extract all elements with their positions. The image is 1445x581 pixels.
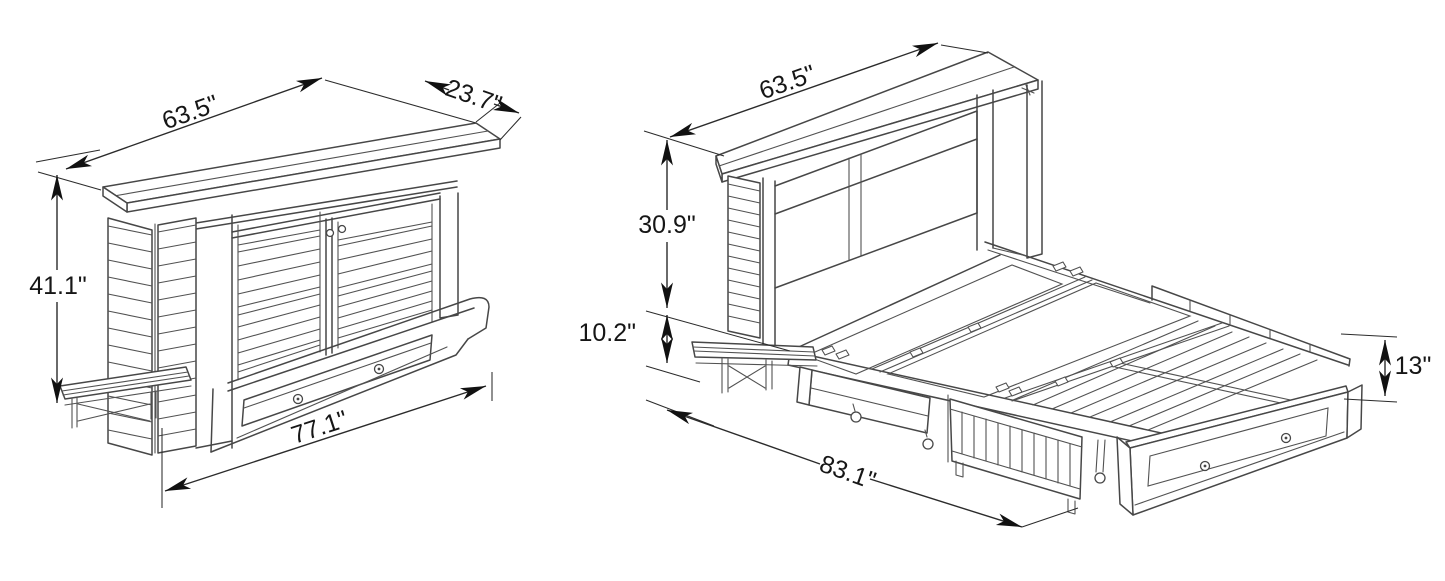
- dim-label-open-hutch-height: 30.9": [638, 211, 696, 239]
- dim-label-open-platform-height: 10.2": [578, 319, 636, 347]
- dimension-open-hutch-height: 30.9": [638, 130, 725, 308]
- dim-label-open-foot-height: 13": [1395, 352, 1432, 380]
- open-side-louver-panel: [727, 175, 776, 351]
- open-footboard-rail: [947, 394, 1083, 515]
- open-base-box: [796, 366, 934, 450]
- closed-side-louver-panels: [107, 217, 197, 456]
- open-headboard: [774, 110, 978, 289]
- open-foot-drawer-box: [1116, 384, 1363, 516]
- figure-cabinet-open: 63.5" 30.9" 10.2" 83.1" 13": [578, 42, 1432, 528]
- dim-label-closed-height: 41.1": [29, 272, 87, 300]
- open-fold-out-tray: [691, 341, 818, 394]
- closed-front-frame: [195, 192, 459, 449]
- caster-right: [922, 438, 934, 450]
- dimension-closed-height: 41.1": [29, 175, 87, 403]
- dimension-open-foot-height: 13": [1340, 333, 1432, 403]
- door-knob-right: [337, 224, 347, 234]
- closed-louver-door-right: [325, 203, 433, 349]
- platform-leg-caster: [1094, 439, 1106, 484]
- closed-louver-door-left: [237, 211, 333, 381]
- dimension-open-platform-height: 10.2": [578, 310, 791, 383]
- figure-cabinet-closed: 63.5" 23.7" 41.1" 77.1": [29, 74, 522, 508]
- hinge-fittings: [821, 261, 1124, 397]
- side-rail: [1151, 285, 1351, 367]
- door-knob-left: [325, 228, 335, 238]
- caster-left: [850, 411, 862, 423]
- open-right-frame-posts: [976, 80, 1043, 259]
